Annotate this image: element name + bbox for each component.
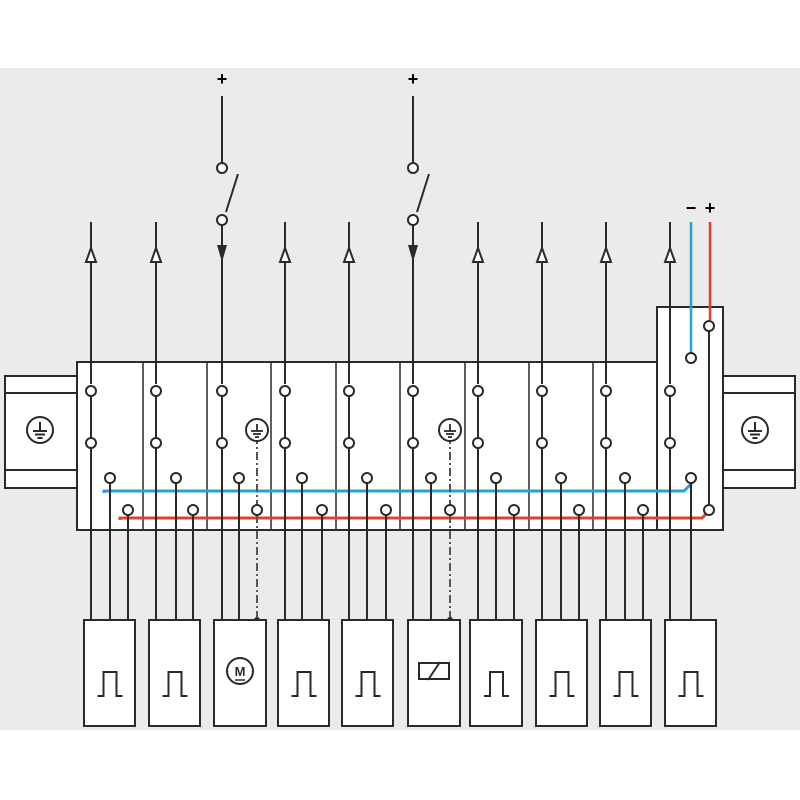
module-7 [469, 222, 523, 727]
plus-terminal-point [316, 504, 328, 516]
plus-terminal-point [380, 504, 392, 516]
motor-label: M [235, 664, 246, 679]
output-arrow-up-icon [342, 245, 356, 263]
module-2 [148, 222, 201, 727]
output-arrow-up-icon [599, 245, 613, 263]
module-4 [277, 222, 330, 727]
plus-terminal-point [508, 504, 520, 516]
minus-terminal-point [296, 472, 308, 484]
terminal-point [472, 385, 484, 397]
output-arrow-up-icon [278, 245, 292, 263]
minus-terminal-point [233, 472, 245, 484]
terminal-point [600, 437, 612, 449]
minus-terminal-point [685, 472, 697, 484]
plus-terminal-point [573, 504, 585, 516]
switch-supply-2-label: + [408, 69, 419, 89]
switch-contact-2 [407, 96, 430, 226]
terminal-point [216, 385, 228, 397]
terminal-point [600, 385, 612, 397]
terminal-point [85, 385, 97, 397]
pulse-icon [613, 671, 639, 697]
minus-terminal-point [361, 472, 373, 484]
output-arrow-up-icon [84, 245, 98, 263]
terminal-point [664, 437, 676, 449]
plus-terminal-point [187, 504, 199, 516]
device-box [213, 619, 267, 727]
pulse-icon [549, 671, 575, 697]
output-arrow-up-icon [663, 245, 677, 263]
terminal-point [472, 437, 484, 449]
relay-coil-icon [418, 661, 450, 681]
minus-terminal-point [619, 472, 631, 484]
terminal-point [150, 385, 162, 397]
input-arrow-down-icon [217, 245, 227, 262]
supply-plus-label: + [705, 198, 716, 218]
module-9 [599, 222, 652, 727]
module-6 [407, 226, 462, 727]
terminal-point [150, 437, 162, 449]
protective-earth-icon [438, 418, 462, 442]
pulse-icon [291, 671, 317, 697]
minus-terminal-point [104, 472, 116, 484]
plus-terminal-point [251, 504, 263, 516]
terminal-point [279, 437, 291, 449]
module-3: M [213, 226, 269, 727]
terminal-point [536, 385, 548, 397]
input-arrow-down-icon [408, 245, 418, 262]
motor-icon: M [226, 657, 254, 685]
terminal-point [85, 437, 97, 449]
plus-terminal-point [637, 504, 649, 516]
terminal-point [216, 437, 228, 449]
supply-minus-label: − [686, 198, 697, 218]
module-dividers [142, 362, 658, 530]
module-8 [535, 222, 588, 727]
output-arrow-up-icon [149, 245, 163, 263]
terminal-point [407, 385, 419, 397]
terminal-point [407, 437, 419, 449]
modules-layer: M [83, 222, 717, 727]
pulse-icon [355, 671, 381, 697]
protective-earth-icon [741, 416, 769, 444]
minus-terminal-point [425, 472, 437, 484]
plus-terminal-point [703, 504, 715, 516]
terminal-point [279, 385, 291, 397]
switch-supply-1-label: + [217, 69, 228, 89]
output-arrow-up-icon [471, 245, 485, 263]
minus-terminal-point [490, 472, 502, 484]
terminal-point [343, 385, 355, 397]
module-10 [663, 222, 717, 727]
plus-terminal-point [444, 504, 456, 516]
terminal-point [536, 437, 548, 449]
supply-wires [685, 222, 715, 504]
plus-terminal-point [122, 504, 134, 516]
switch-contact-1 [216, 96, 239, 226]
pulse-icon [678, 671, 704, 697]
protective-earth-icon [26, 416, 54, 444]
terminal-point [664, 385, 676, 397]
pulse-icon [97, 671, 123, 697]
module-1 [83, 222, 136, 727]
output-arrow-up-icon [535, 245, 549, 263]
protective-earth-icon [245, 418, 269, 442]
pulse-icon [162, 671, 188, 697]
minus-terminal-point [170, 472, 182, 484]
pulse-icon [484, 671, 509, 697]
terminal-point [343, 437, 355, 449]
module-5 [341, 222, 394, 727]
minus-terminal-point [555, 472, 567, 484]
